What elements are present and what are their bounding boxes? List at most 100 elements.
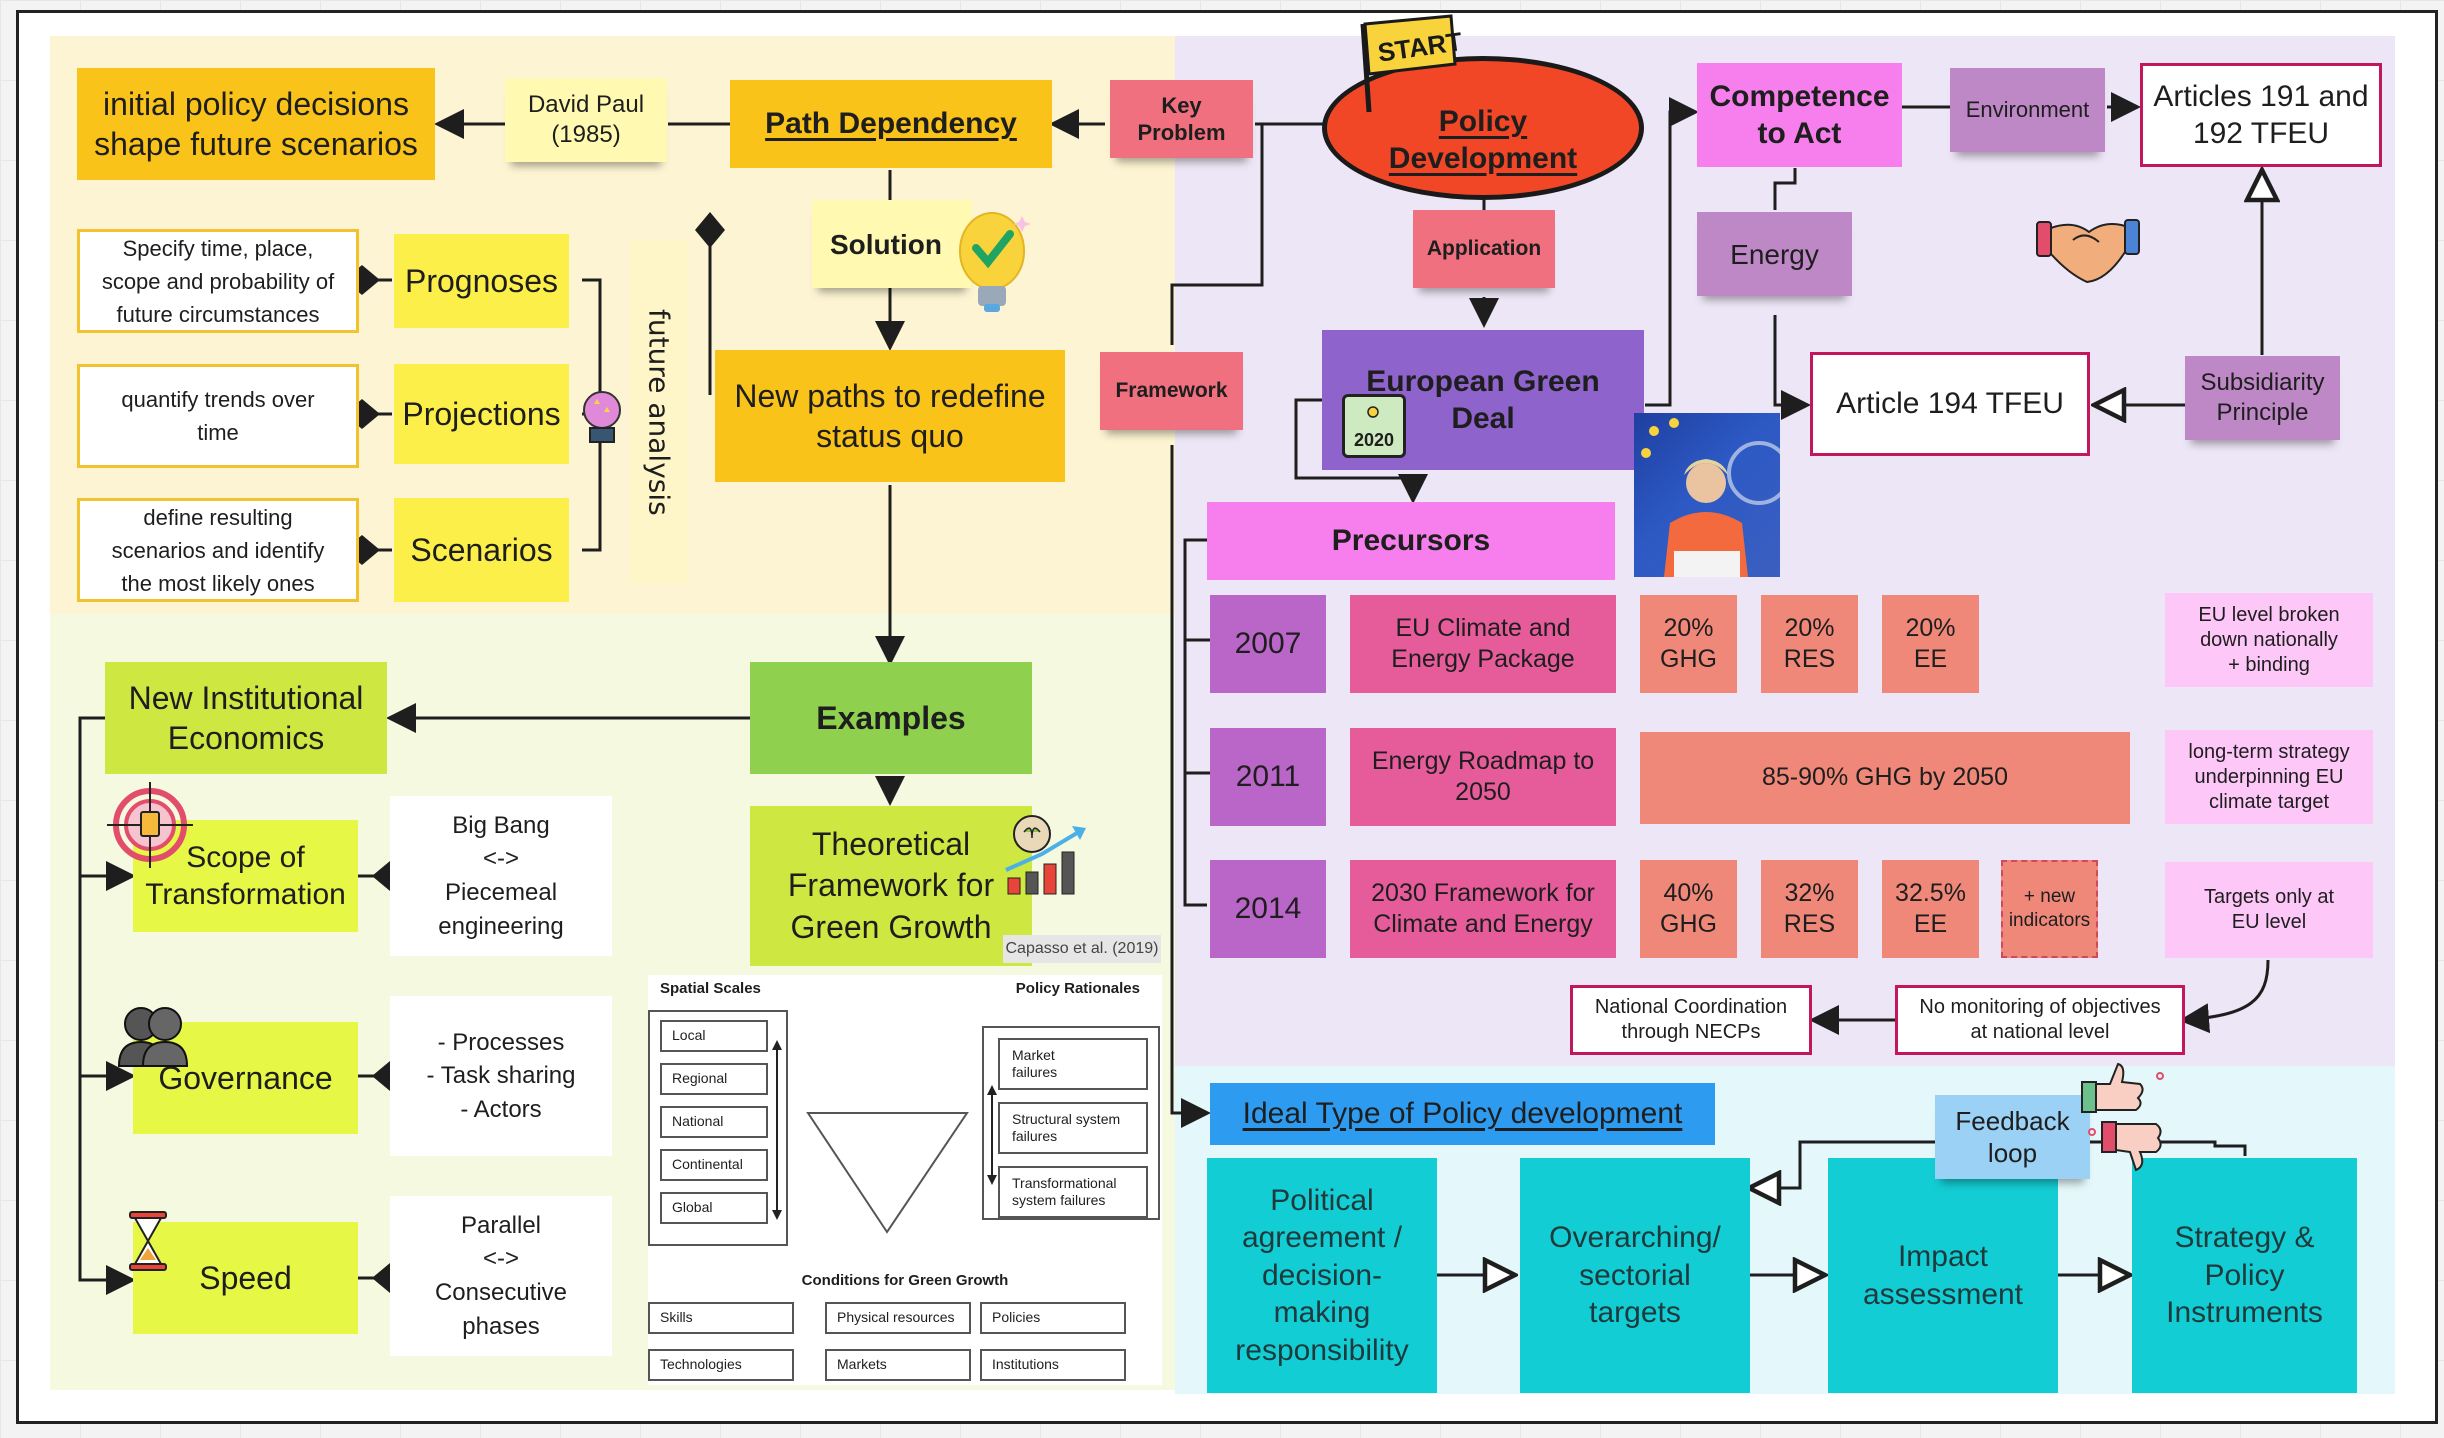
prognoses-note[interactable]: Prognoses [394,234,569,328]
precursor-note[interactable]: EU level broken down nationally + bindin… [2165,593,2373,687]
precursor-target[interactable]: 85-90% GHG by 2050 [1640,732,2130,824]
european-green-deal-note[interactable]: European Green Deal [1322,330,1644,470]
precursor-note[interactable]: Targets only at EU level [2165,862,2373,958]
national-coordination-box[interactable]: National Coordination through NECPs [1570,985,1812,1055]
speed-note[interactable]: Speed [133,1222,358,1334]
governance-description[interactable]: - Processes - Task sharing - Actors [390,996,612,1156]
future-analysis-label: future analysis [630,240,688,585]
precursor-extra-indicators[interactable]: + new indicators [2001,860,2098,958]
condition-item: Skills [648,1302,794,1334]
competence-to-act-note[interactable]: Competence to Act [1697,63,1902,167]
ideal-step[interactable]: Strategy & Policy Instruments [2132,1158,2357,1393]
target-document-icon [107,782,193,868]
spatial-scales-group [648,1010,788,1246]
scope-of-transformation-note[interactable]: Scope of Transformation [133,820,358,932]
precursor-target[interactable]: 40% GHG [1640,860,1737,958]
policy-rationales-group [982,1026,1160,1220]
spatial-scale-item: Global [660,1192,768,1224]
condition-item: Markets [825,1349,971,1381]
crystal-ball-icon [583,391,621,443]
precursor-target[interactable]: 32% RES [1761,860,1858,958]
start-flag-icon: START [1360,14,1464,113]
theoretical-framework-note[interactable]: Theoretical Framework for Green Growth [750,806,1032,966]
environment-note[interactable]: Environment [1950,68,2105,152]
path-dependency-label: Path Dependency [765,107,1017,141]
prognoses-description[interactable]: Specify time, place, scope and probabili… [77,229,359,333]
governance-note[interactable]: Governance [133,1022,358,1134]
citation-label: Capasso et al. (2019) [1003,935,1161,963]
condition-item: Physical resources [825,1302,971,1334]
precursor-note[interactable]: long-term strategy underpinning EU clima… [2165,730,2373,824]
precursors-note[interactable]: Precursors [1207,502,1615,580]
initial-policy-note[interactable]: initial policy decisions shape future sc… [77,68,435,180]
future-analysis-text: future analysis [642,309,676,516]
projections-description[interactable]: quantify trends over time [77,364,359,468]
growth-chart-icon [1005,815,1086,895]
scope-description[interactable]: Big Bang <-> Piecemeal engineering [390,796,612,956]
precursor-year[interactable]: 2011 [1210,728,1326,826]
energy-note[interactable]: Energy [1697,212,1852,296]
condition-item: Institutions [980,1349,1126,1381]
spatial-scale-item: Continental [660,1149,768,1181]
subsidiarity-principle-note[interactable]: Subsidiarity Principle [2185,356,2340,440]
ideal-step[interactable]: Political agreement / decision- making r… [1207,1158,1437,1393]
policy-rationale-item: Structural system failures [998,1102,1148,1154]
egd-2020-text: 2020 [1353,429,1395,450]
no-monitoring-box[interactable]: No monitoring of objectives at national … [1895,985,2185,1055]
precursor-target[interactable]: 20% GHG [1640,595,1737,693]
condition-item: Technologies [648,1349,794,1381]
egd-2020-badge: 2020 [1342,394,1406,458]
ideal-type-label: Ideal Type of Policy development [1242,1097,1683,1131]
precursor-name[interactable]: EU Climate and Energy Package [1350,595,1616,693]
application-note[interactable]: Application [1413,210,1555,288]
spatial-scales-title: Spatial Scales [660,979,761,997]
key-problem-note[interactable]: Key Problem [1110,80,1253,158]
ideal-step[interactable]: Impact assessment [1828,1158,2058,1393]
scenarios-description[interactable]: define resulting scenarios and identify … [77,498,359,602]
portrait-figure [1641,418,1780,577]
spatial-scale-item: Regional [660,1063,768,1095]
precursor-target[interactable]: 20% RES [1761,595,1858,693]
david-paul-note[interactable]: David Paul (1985) [505,78,667,162]
precursor-year[interactable]: 2014 [1210,860,1326,958]
examples-note[interactable]: Examples [750,662,1032,774]
policy-rationale-arrow [987,1085,997,1185]
solution-note[interactable]: Solution [812,200,972,288]
portrait-photo [1634,413,1780,577]
article-194-box[interactable]: Article 194 TFEU [1810,352,2090,456]
feedback-loop-note[interactable]: Feedback loop [1935,1095,2090,1179]
policy-rationale-item: Market failures [998,1038,1148,1090]
ideal-step[interactable]: Overarching/ sectorial targets [1520,1158,1750,1393]
precursor-name[interactable]: Energy Roadmap to 2050 [1350,728,1616,826]
framework-note[interactable]: Framework [1100,352,1243,430]
policy-rationales-title: Policy Rationales [1015,979,1140,997]
policy-development-label: Policy Development [1388,104,1578,176]
spatial-scale-arrow [772,1040,782,1220]
articles-191-192-box[interactable]: Articles 191 and 192 TFEU [2140,63,2382,167]
solution-label: Solution [830,228,942,260]
conditions-title: Conditions for Green Growth [801,1271,1009,1289]
spatial-scale-item: Local [660,1020,768,1052]
people-icon [117,1007,189,1067]
precursor-target[interactable]: 20% EE [1882,595,1979,693]
inverted-triangle [806,1112,969,1234]
spatial-scale-item: National [660,1106,768,1138]
speed-description[interactable]: Parallel <-> Consecutive phases [390,1196,612,1356]
projections-note[interactable]: Projections [394,364,569,464]
precursor-name[interactable]: 2030 Framework for Climate and Energy [1350,860,1616,958]
policy-development-oval[interactable]: Policy Development [1322,56,1644,200]
sun-icon [1367,406,1379,418]
precursor-year[interactable]: 2007 [1210,595,1326,693]
condition-item: Policies [980,1302,1126,1334]
handshake-icon [2036,219,2140,284]
ideal-type-title[interactable]: Ideal Type of Policy development [1210,1083,1715,1145]
new-institutional-economics-note[interactable]: New Institutional Economics [105,662,387,774]
scenarios-note[interactable]: Scenarios [394,498,569,602]
thumbs-up-down-icon [2081,1062,2164,1172]
policy-rationale-item: Transformational system failures [998,1166,1148,1218]
new-paths-note[interactable]: New paths to redefine status quo [715,350,1065,482]
precursor-target[interactable]: 32.5% EE [1882,860,1979,958]
hourglass-icon [129,1211,167,1271]
path-dependency-note[interactable]: Path Dependency [730,80,1052,168]
lightbulb-icon [959,212,1031,312]
